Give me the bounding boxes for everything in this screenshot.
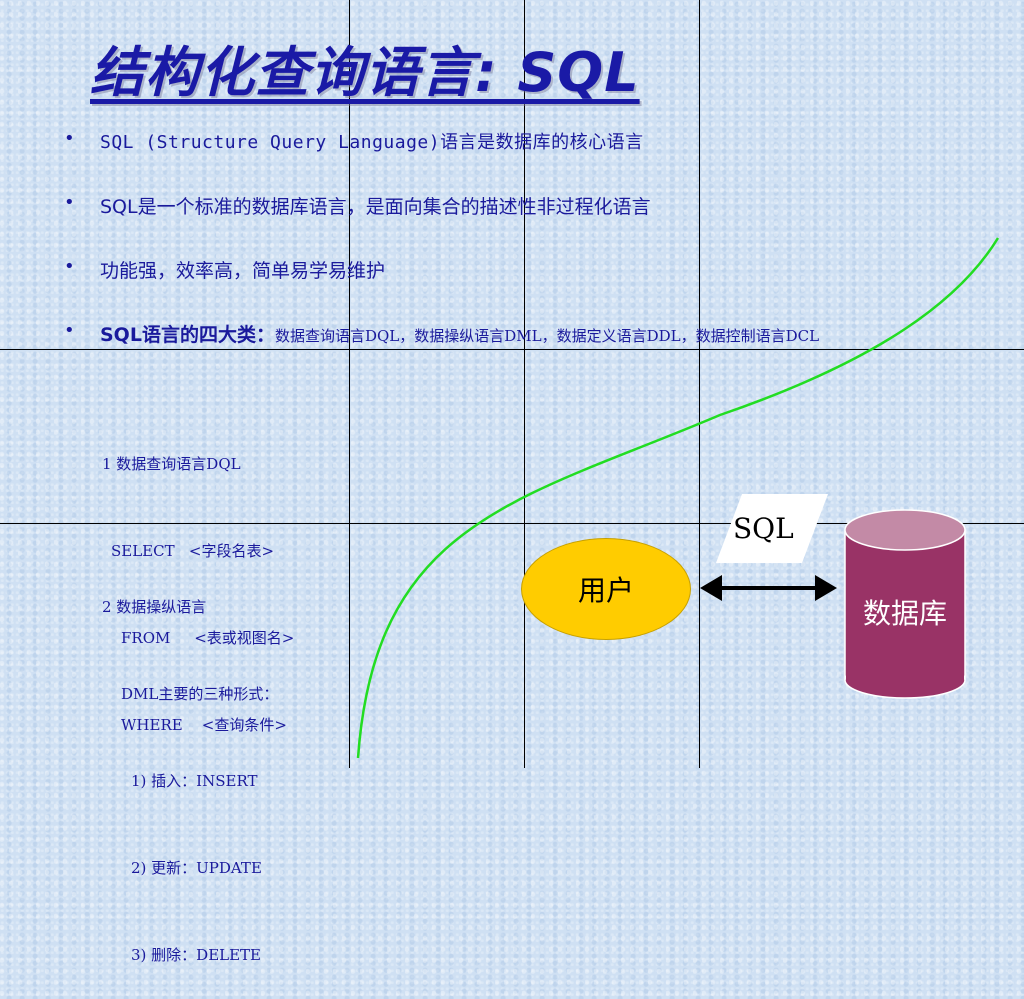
bullet-text: 数据查询语言DQL，数据操纵语言DML，数据定义语言DDL，数据控制语言DCL [274,327,820,345]
bullet-lead: SQL语言的四大类： [100,324,275,346]
dql-line: SELECT <字段名表> [111,542,275,560]
bullet-item: SQL语言的四大类：数据查询语言DQL，数据操纵语言DML，数据定义语言DDL，… [62,320,819,384]
grid-line-vertical-1 [349,0,350,768]
user-label: 用户 [577,574,634,607]
dql-line: FROM <表或视图名> [121,629,295,647]
dql-heading: 1 数据查询语言DQL [102,455,241,473]
bullet-text: 功能强，效率高，简单易学易维护 [100,260,386,282]
grid-line-vertical-3 [699,0,700,768]
bullet-text: SQL是一个标准的数据库语言，是面向集合的描述性非过程化语言 [100,196,651,218]
bullet-item: SQL (Structure Query Language)语言是数据库的核心语… [62,128,819,192]
grid-line-horizontal-2 [0,523,1024,524]
growth-curve [356,237,1000,759]
dql-line: WHERE <查询条件> [121,716,287,734]
sql-label: SQL [733,512,794,545]
grid-line-vertical-2 [524,0,525,768]
arrow-head-left [700,575,722,601]
bullet-item: SQL是一个标准的数据库语言，是面向集合的描述性非过程化语言 [62,192,819,256]
diagram-canvas [356,237,1000,759]
user-node: 用户 [521,538,691,640]
bullet-item: 功能强，效率高，简单易学易维护 [62,256,819,320]
dml-heading: 2 数据操纵语言 [102,598,207,616]
dml-intro: DML主要的三种形式： [121,685,279,703]
dql-section: 1 数据查询语言DQL SELECT <字段名表> FROM <表或视图名> W… [102,392,294,769]
database-label: 数据库 [862,597,947,630]
dml-item: 3) 删除：DELETE [131,946,262,964]
bullet-text: SQL (Structure Query Language)语言是数据库的核心语… [100,132,644,153]
sql-label-box [716,494,828,563]
arrow-head-right [815,575,837,601]
dml-item: 2) 更新：UPDATE [131,859,262,877]
bullet-list: SQL (Structure Query Language)语言是数据库的核心语… [62,128,819,384]
database-cylinder-icon [844,509,966,699]
dml-item: 1) 插入：INSERT [131,772,258,790]
slide-title: 结构化查询语言: SQL [90,41,640,104]
